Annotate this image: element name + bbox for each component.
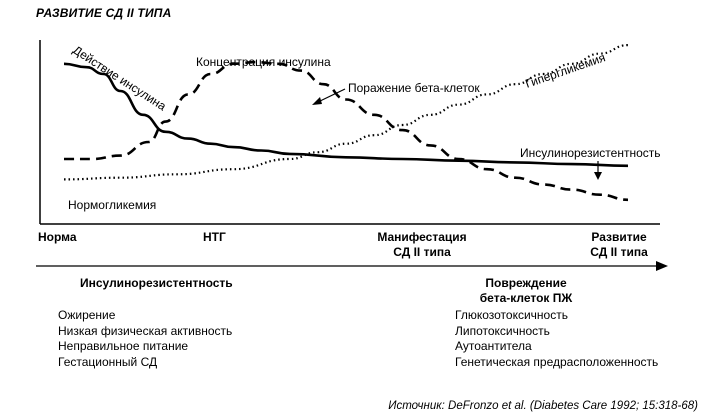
- beta-cell-arrow: [317, 88, 346, 103]
- annotation-insulin-resistance: Инсулинорезистентность: [520, 146, 661, 160]
- source-citation: Источник: DeFronzo et al. (Diabetes Care…: [388, 400, 698, 412]
- beta-cell-arrowhead: [312, 97, 322, 105]
- annotation-hyperglycemia: Гипергликемия: [523, 50, 607, 90]
- list-item: Липотоксичность: [455, 323, 550, 338]
- annotation-insulin-action: Действие инсулина: [70, 43, 169, 114]
- list-item: Ожирение: [58, 308, 116, 322]
- factors-left-title: Инсулинорезистентность: [80, 276, 233, 290]
- annotation-normoglycemia: Нормогликемия: [68, 198, 156, 212]
- timeline-arrowhead: [656, 261, 668, 271]
- chart-title: РАЗВИТИЕ СД II ТИПА: [36, 6, 172, 20]
- annotation-insulin-concentration: Концентрация инсулина: [196, 55, 331, 69]
- list-item: Глюкозотоксичность: [455, 308, 568, 322]
- series-line-insulin-action: [63, 62, 629, 168]
- stage-label-ntg: НТГ: [203, 230, 226, 244]
- annotation-beta-cell-damage: Поражение бета-клеток: [348, 81, 480, 95]
- list-item: Аутоантитела: [455, 339, 532, 353]
- list-item: Неправильное питание: [58, 339, 189, 353]
- list-item: Низкая физическая активность: [58, 323, 233, 338]
- factors-right-title: Повреждение бета-клеток ПЖ: [479, 276, 573, 305]
- factors-right-list: Глюкозотоксичность Липотоксичность Аутоа…: [455, 308, 658, 370]
- series-line-insulin-concentration: [64, 60, 629, 202]
- list-item: Генетическая предрасположенность: [455, 354, 659, 369]
- stage-label-normal: Норма: [38, 230, 77, 244]
- insulin-resistance-arrowhead: [594, 172, 602, 180]
- series-line-hyperglycemia: [63, 44, 629, 181]
- list-item: Гестационный СД: [58, 354, 158, 369]
- stage-label-development: Развитие СД II типа: [590, 230, 648, 259]
- stage-label-manifestation: Манифестация СД II типа: [377, 230, 467, 259]
- factors-left-list: Ожирение Низкая физическая активность Не…: [58, 308, 232, 370]
